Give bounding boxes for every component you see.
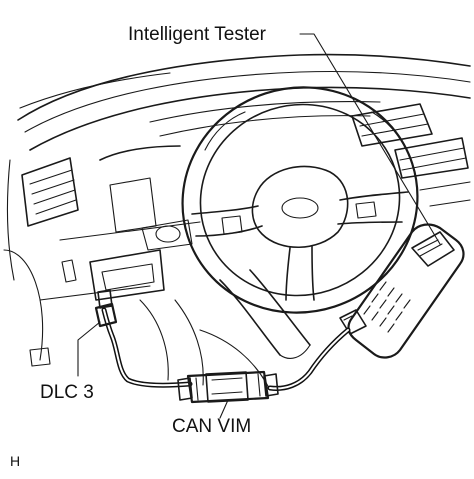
intelligent-tester-device: [339, 223, 465, 359]
dashboard-upper-panel: [17, 53, 471, 151]
label-dlc3: DLC 3: [40, 382, 94, 403]
label-can-vim: CAN VIM: [172, 416, 251, 437]
label-intelligent-tester: Intelligent Tester: [128, 24, 267, 45]
right-air-vents: [351, 103, 471, 207]
figure-code: H: [10, 453, 20, 469]
tester-keypad: [363, 281, 411, 333]
steering-wheel: [181, 86, 419, 314]
steering-column: [199, 269, 311, 391]
can-vim-module: [177, 370, 279, 404]
dlc3-connector: [94, 289, 118, 328]
left-air-vent: [3, 157, 79, 361]
connection-cables: [101, 307, 351, 391]
leader-lines: [77, 33, 441, 419]
